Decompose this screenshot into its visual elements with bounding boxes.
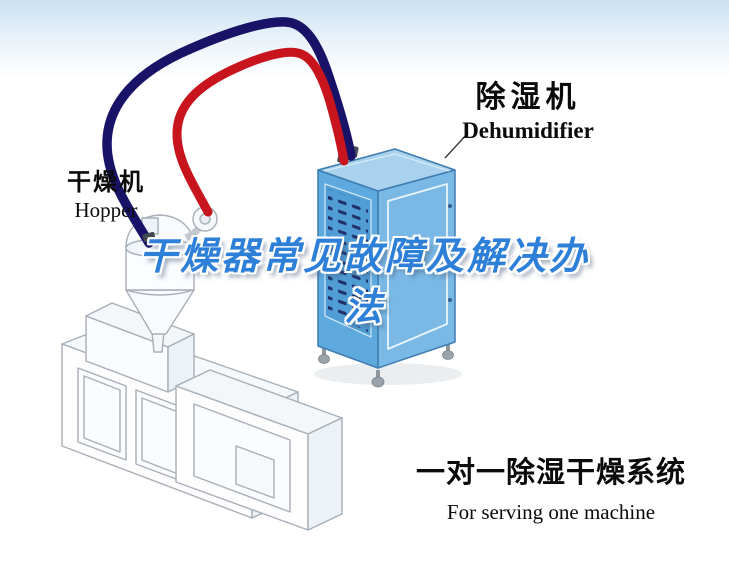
hopper-stem-tube [151, 331, 165, 353]
hopper-label-cn: 干燥机 [67, 169, 145, 196]
cabinet-top-trim [323, 153, 450, 172]
caster-left [318, 354, 330, 364]
extruder-machine [61, 302, 343, 531]
dehumidifier-shadow [314, 363, 462, 385]
cabinet-door-handle [439, 245, 445, 262]
dehumidifier-unit [314, 145, 462, 388]
connection-pipes [102, 17, 356, 248]
system-caption-en: For serving one machine [446, 500, 656, 524]
hopper-label-en: Hopper [74, 198, 138, 222]
navy-return-pipe [102, 17, 356, 248]
caster-right [442, 350, 454, 360]
cabinet-door-outline [387, 183, 448, 350]
caster-stem-right [446, 344, 450, 353]
hopper-pipe-clamp [142, 231, 156, 243]
die-box-side-face [307, 417, 343, 531]
cabinet-top-face [317, 148, 456, 192]
system-caption: 一对一除湿干燥系统 For serving one machine [406, 449, 696, 525]
page-title-line2: 法 [343, 287, 385, 330]
red-supply-pipe [172, 47, 349, 217]
dehumidifier-leader-line [444, 132, 469, 159]
page-title-line1: 干燥器常见故障及解决办 [138, 236, 590, 278]
caster-stem-left [322, 348, 326, 357]
machine-door-1 [77, 367, 127, 461]
page-title: 干燥器常见故障及解决办 法 [0, 232, 729, 335]
door-hinge-top [448, 204, 452, 208]
machine-door-1-inner [83, 375, 121, 453]
dehumidifier-label-cn: 除湿机 [475, 81, 581, 114]
system-caption-cn: 一对一除湿干燥系统 [415, 457, 686, 489]
dehumidifier-label: 除湿机 Dehumidifier [438, 72, 618, 144]
dehumidifier-label-en: Dehumidifier [462, 118, 594, 143]
caster-mid [371, 376, 385, 388]
hopper-bottom-arc [125, 289, 195, 296]
hopper-rim [125, 238, 195, 258]
door-hinge-bottom [448, 298, 452, 302]
louver-grille [328, 189, 368, 332]
hopper-unit [125, 206, 218, 353]
die-box-panel-inner [235, 445, 275, 499]
caster-stem-mid [376, 370, 380, 380]
hopper-label: 干燥机 Hopper [44, 162, 168, 223]
